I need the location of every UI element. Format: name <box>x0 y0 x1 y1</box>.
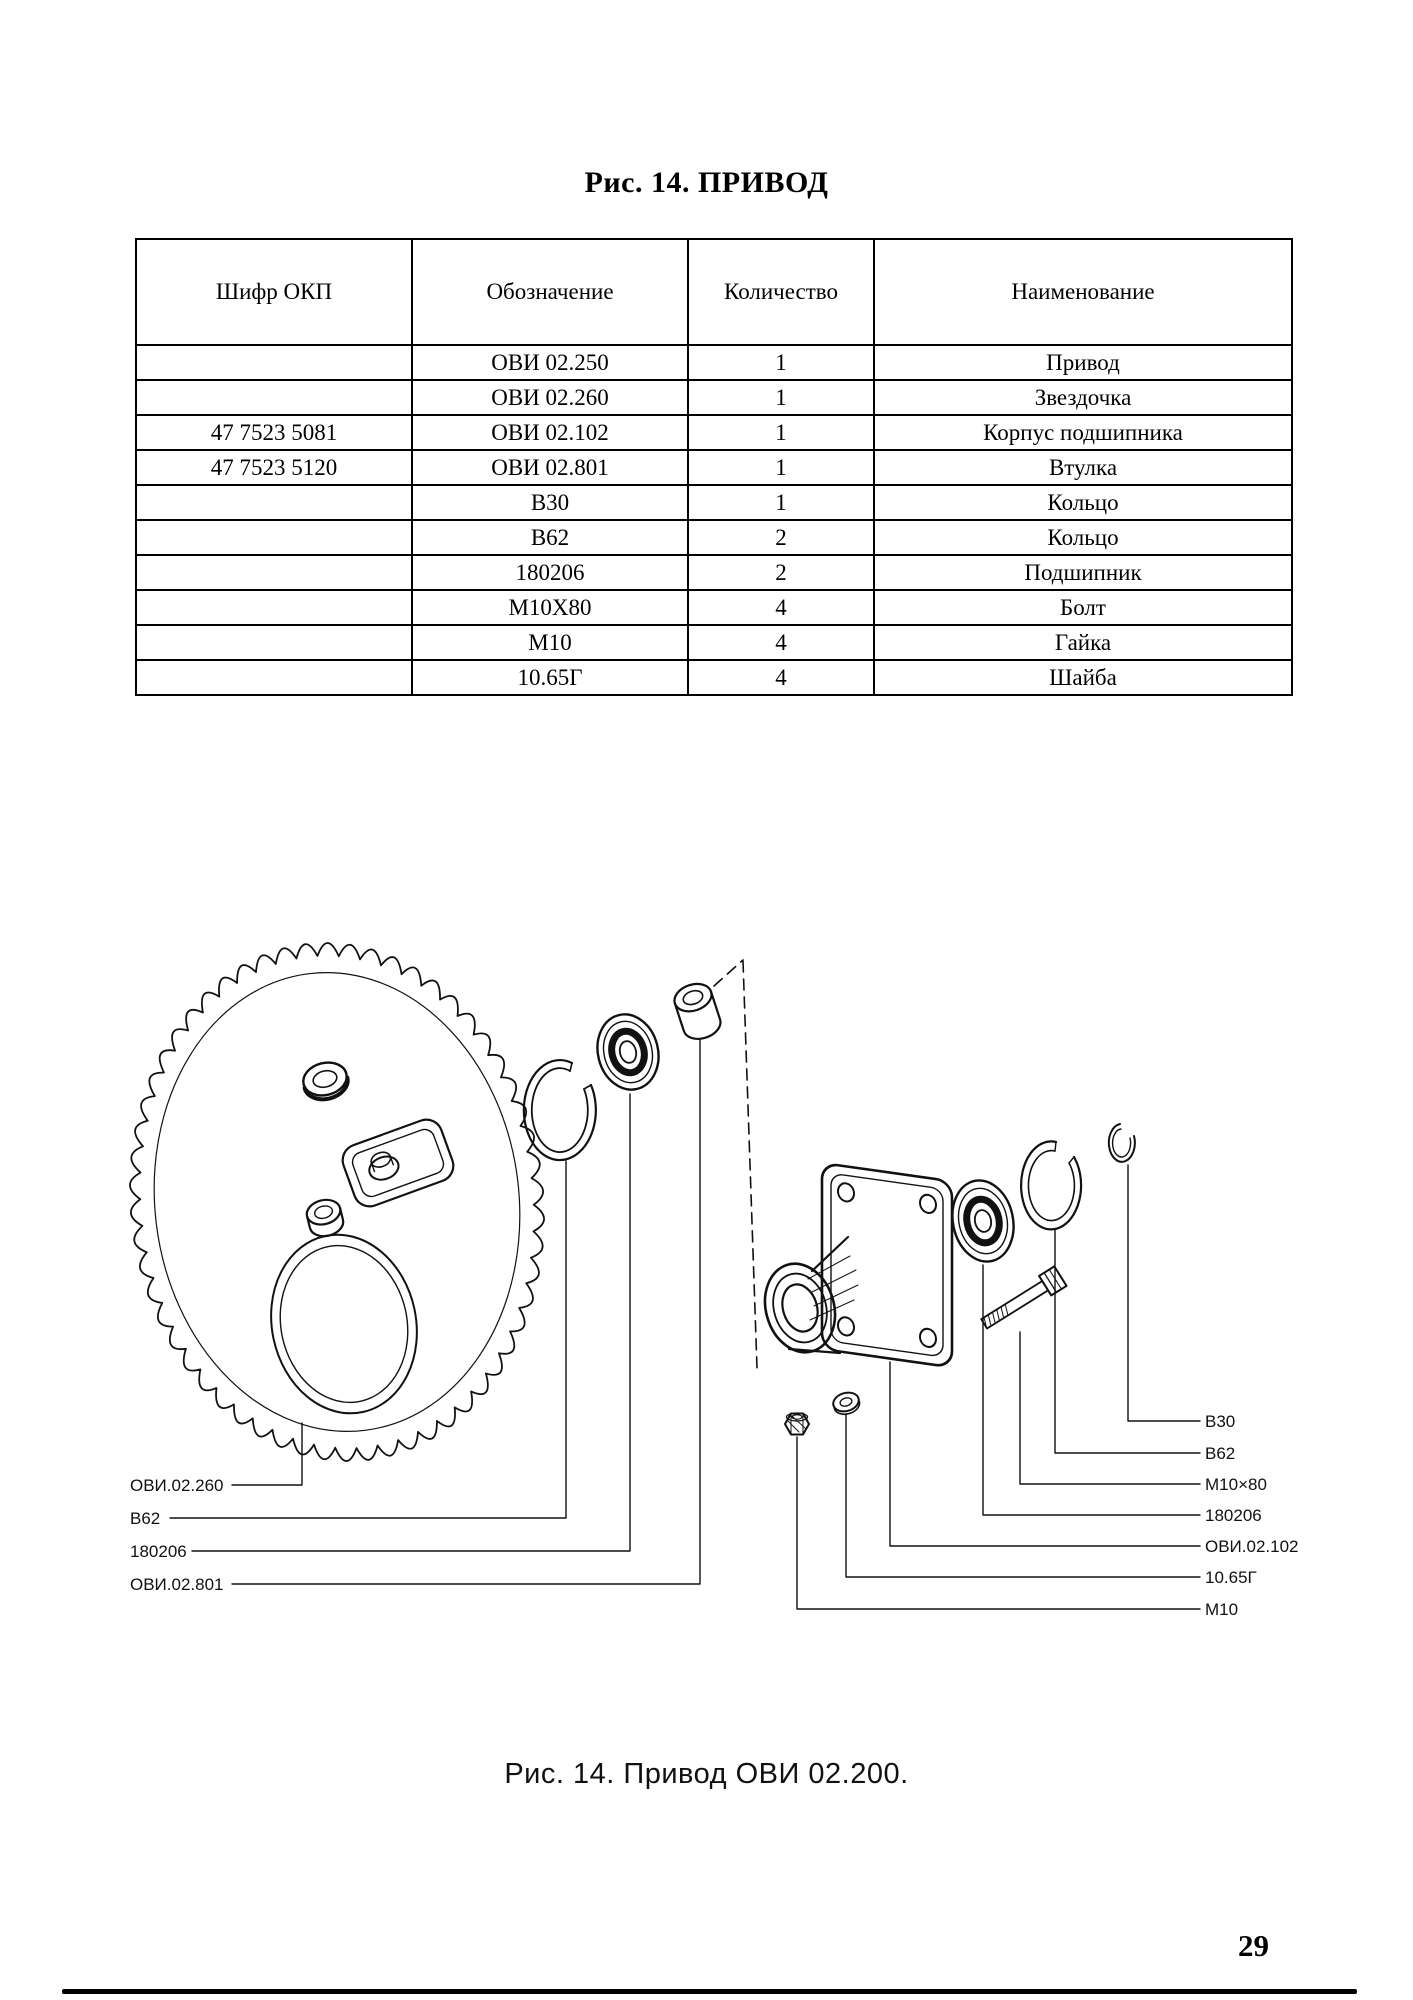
cell-designation: 180206 <box>411 554 689 591</box>
part-label: ОВИ.02.102 <box>1205 1537 1299 1556</box>
table-row: В30 1 Кольцо <box>135 484 1293 521</box>
table-row: М10 4 Гайка <box>135 624 1293 661</box>
washer <box>832 1391 861 1416</box>
part-label: В62 <box>1205 1444 1235 1463</box>
table-header-row: Шифр ОКП Обозначение Количество Наименов… <box>135 238 1293 346</box>
cell-designation: ОВИ 02.260 <box>411 379 689 416</box>
cell-designation: М10 <box>411 624 689 661</box>
cell-name: Звездочка <box>873 379 1293 416</box>
cell-name: Шайба <box>873 659 1293 696</box>
col-header-designation: Обозначение <box>411 238 689 346</box>
diagram-labels: ОВИ.02.260 В62 180206 ОВИ.02.801 В30 В62… <box>130 1412 1299 1619</box>
cell-okp: 47 7523 5120 <box>135 449 413 486</box>
cell-name: Кольцо <box>873 484 1293 521</box>
cell-okp <box>135 659 413 696</box>
plate <box>341 1118 455 1208</box>
cell-name: Втулка <box>873 449 1293 486</box>
cell-designation: В62 <box>411 519 689 556</box>
part-label: В30 <box>1205 1412 1235 1431</box>
table-row: 10.65Г 4 Шайба <box>135 659 1293 696</box>
axis-dashed-line <box>713 959 758 1369</box>
table-row: ОВИ 02.260 1 Звездочка <box>135 379 1293 416</box>
sprocket-gear <box>129 942 545 1462</box>
cell-designation: В30 <box>411 484 689 521</box>
table-row: 47 7523 5081 ОВИ 02.102 1 Корпус подшипн… <box>135 414 1293 451</box>
page-number: 29 <box>1238 1928 1269 1963</box>
cell-okp: 47 7523 5081 <box>135 414 413 451</box>
cell-okp <box>135 379 413 416</box>
figure-title: Рис. 14. ПРИВОД <box>584 166 829 199</box>
cell-quantity: 2 <box>687 519 875 556</box>
cell-designation: ОВИ 02.801 <box>411 449 689 486</box>
cell-name: Болт <box>873 589 1293 626</box>
retaining-ring-b30 <box>1107 1123 1136 1163</box>
cell-name: Подшипник <box>873 554 1293 591</box>
part-label: ОВИ.02.801 <box>130 1575 224 1594</box>
scan-edge-artifact <box>62 1989 1357 1994</box>
table-row: ОВИ 02.250 1 Привод <box>135 344 1293 381</box>
cell-designation: ОВИ 02.250 <box>411 344 689 381</box>
table-row: 47 7523 5120 ОВИ 02.801 1 Втулка <box>135 449 1293 486</box>
cell-quantity: 2 <box>687 554 875 591</box>
small-ring <box>302 1061 350 1102</box>
cell-quantity: 4 <box>687 589 875 626</box>
cell-designation: ОВИ 02.102 <box>411 414 689 451</box>
assembly-exploded-diagram: ОВИ.02.260 В62 180206 ОВИ.02.801 В30 В62… <box>129 942 1299 1619</box>
col-header-okp: Шифр ОКП <box>135 238 413 346</box>
cell-okp <box>135 519 413 556</box>
cell-quantity: 1 <box>687 344 875 381</box>
table-row: В62 2 Кольцо <box>135 519 1293 556</box>
hub-ring <box>270 1233 418 1415</box>
part-label: 180206 <box>1205 1506 1262 1525</box>
bolt <box>980 1265 1068 1330</box>
cell-quantity: 4 <box>687 624 875 661</box>
cell-name: Гайка <box>873 624 1293 661</box>
cell-okp <box>135 344 413 381</box>
small-bushing <box>305 1198 345 1238</box>
snap-ring-right <box>1019 1140 1083 1231</box>
figure-caption: Рис. 14. Привод ОВИ 02.200. <box>504 1758 909 1790</box>
cell-quantity: 1 <box>687 449 875 486</box>
table-row: М10Х80 4 Болт <box>135 589 1293 626</box>
cell-okp <box>135 624 413 661</box>
part-label: 180206 <box>130 1542 187 1561</box>
part-label: В62 <box>130 1509 160 1528</box>
cell-name: Кольцо <box>873 519 1293 556</box>
cell-quantity: 1 <box>687 484 875 521</box>
bearing-left <box>596 1013 660 1091</box>
bearing-housing <box>763 1163 954 1367</box>
parts-table: Шифр ОКП Обозначение Количество Наименов… <box>135 238 1293 696</box>
table-row: 180206 2 Подшипник <box>135 554 1293 591</box>
bushing <box>673 982 722 1040</box>
cell-okp <box>135 589 413 626</box>
part-label: 10.65Г <box>1205 1568 1257 1587</box>
leader-lines <box>169 1039 1201 1610</box>
col-header-quantity: Количество <box>687 238 875 346</box>
cell-designation: М10Х80 <box>411 589 689 626</box>
cell-name: Привод <box>873 344 1293 381</box>
col-header-name: Наименование <box>873 238 1293 346</box>
cell-okp <box>135 484 413 521</box>
cell-quantity: 4 <box>687 659 875 696</box>
cell-okp <box>135 554 413 591</box>
cell-name: Корпус подшипника <box>873 414 1293 451</box>
bearing-right <box>951 1179 1015 1263</box>
part-label: М10×80 <box>1205 1475 1267 1494</box>
part-label: М10 <box>1205 1600 1238 1619</box>
cell-quantity: 1 <box>687 414 875 451</box>
cell-quantity: 1 <box>687 379 875 416</box>
cell-designation: 10.65Г <box>411 659 689 696</box>
nut <box>784 1412 810 1436</box>
part-label: ОВИ.02.260 <box>130 1476 224 1495</box>
snap-ring-left <box>522 1058 597 1162</box>
